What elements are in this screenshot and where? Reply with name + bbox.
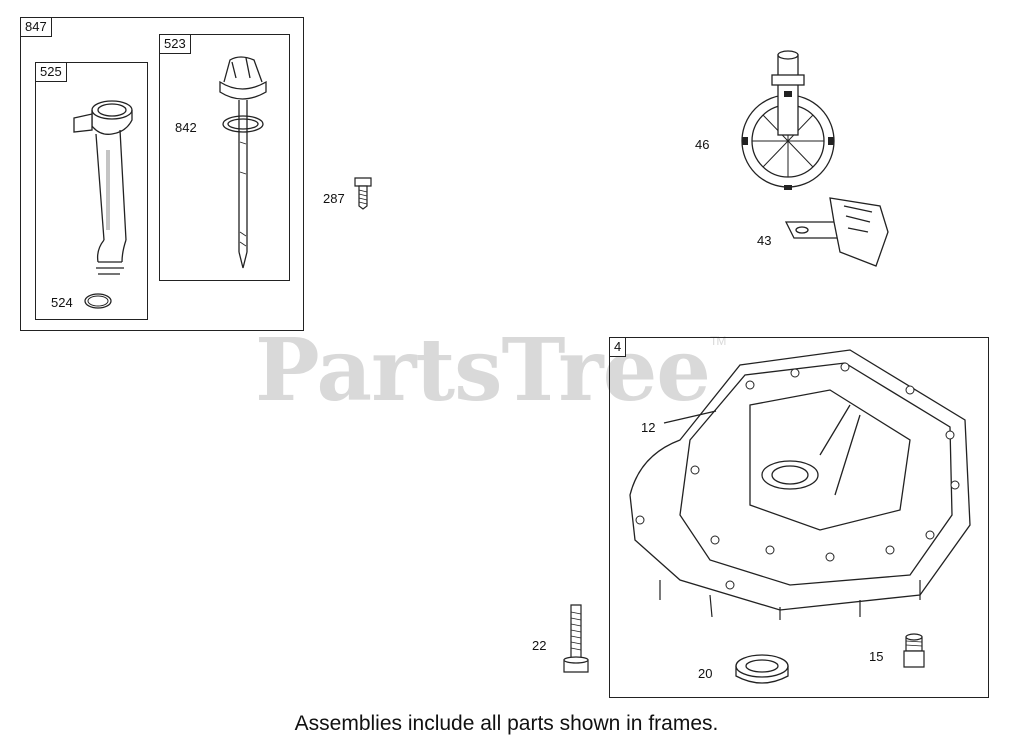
callout-524: 524 (51, 295, 73, 310)
callout-20: 20 (698, 666, 713, 681)
partstree-watermark: PartsTreeTM (255, 320, 726, 421)
callout-287: 287 (323, 191, 345, 206)
screw-287-part[interactable] (352, 174, 374, 210)
frame-label-523: 523 (159, 34, 191, 54)
dipstick-tube-part[interactable] (60, 90, 140, 280)
bolt-22-part[interactable] (560, 602, 592, 678)
callout-12: 12 (641, 420, 656, 435)
frame-525: 525 (35, 62, 148, 320)
callout-22: 22 (532, 638, 547, 653)
dipstick-part[interactable] (210, 52, 274, 272)
callout-43: 43 (757, 233, 772, 248)
frame-847: 847 (20, 17, 304, 331)
frame-label-847: 847 (20, 17, 52, 37)
frame-4: 4 (609, 337, 989, 698)
crankcase-cover-part[interactable] (620, 345, 980, 620)
drain-plug-15-part[interactable] (900, 633, 928, 673)
callout-46: 46 (695, 137, 710, 152)
callout-842: 842 (175, 120, 197, 135)
o-ring-524-part[interactable] (83, 291, 113, 311)
camshaft-gear-46-part[interactable] (728, 45, 848, 190)
callout-15: 15 (869, 649, 884, 664)
oil-seal-20-part[interactable] (732, 650, 792, 690)
leader-line-12 (663, 410, 717, 424)
frame-label-4: 4 (609, 337, 627, 357)
assemblies-note: Assemblies include all parts shown in fr… (294, 712, 719, 735)
governor-43-part[interactable] (780, 192, 895, 270)
frame-523: 523 (159, 34, 290, 281)
frame-label-525: 525 (35, 62, 67, 82)
